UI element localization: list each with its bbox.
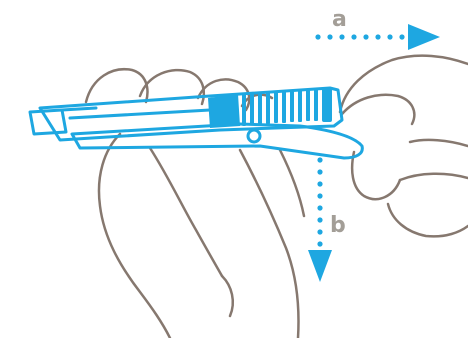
step-label-a: a: [332, 7, 347, 32]
arrow-a: a: [315, 7, 440, 50]
right-hand: [340, 56, 468, 237]
arrow-b: b: [308, 157, 346, 282]
applicator-device: [30, 88, 362, 158]
arrow-down-icon: [308, 157, 332, 282]
step-label-b: b: [330, 213, 346, 238]
